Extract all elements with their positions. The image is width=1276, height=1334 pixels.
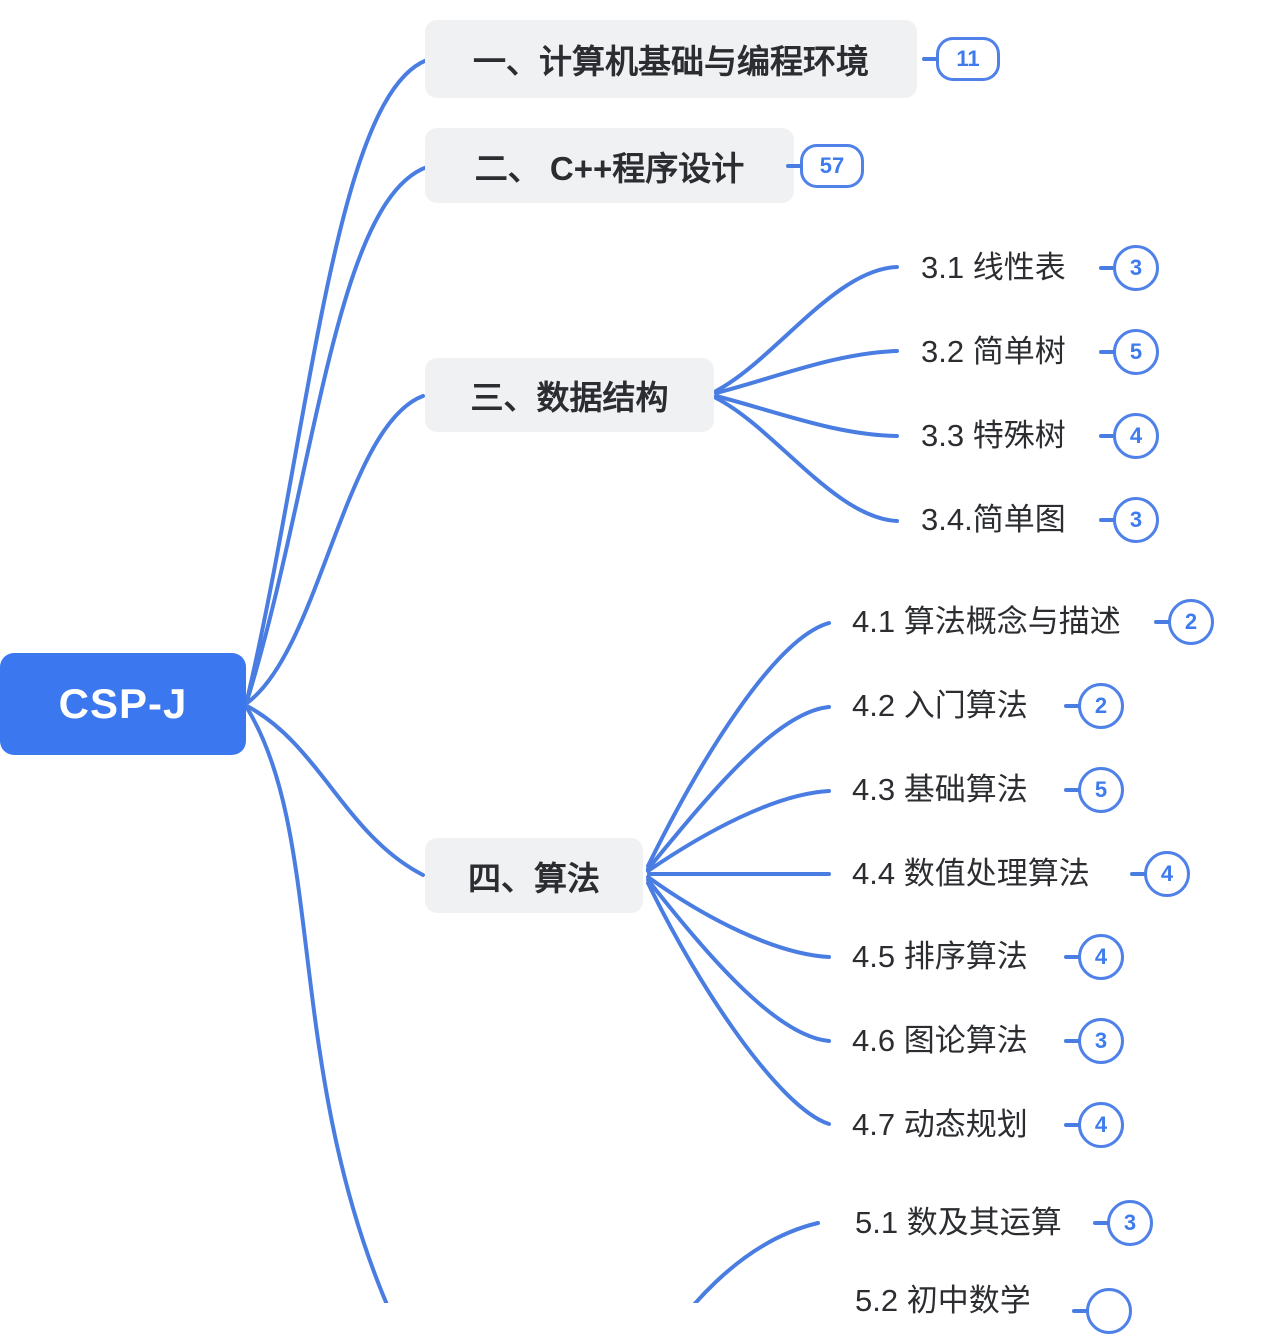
topic-3-4-label[interactable]: 3.4.简单图 <box>921 502 1066 537</box>
edge-root-branch4 <box>245 704 425 877</box>
edge-branch5-child1 <box>692 1221 820 1303</box>
edge-root-branch5 <box>245 706 389 1303</box>
topic-4-7-count-badge[interactable]: 4 <box>1064 1102 1124 1148</box>
topic-3-2-count-badge[interactable]: 5 <box>1099 329 1159 375</box>
edge-root-branch2 <box>245 165 429 703</box>
topic-4-6-label[interactable]: 4.6 图论算法 <box>852 1023 1028 1058</box>
topic-3-1-count-badge[interactable]: 3 <box>1099 245 1159 291</box>
topic-5-2-count-badge[interactable] <box>1072 1288 1132 1334</box>
edge-branch4-child6 <box>646 878 831 1043</box>
topic-4-3-count-badge[interactable]: 5 <box>1064 767 1124 813</box>
edge-root-branch3 <box>245 394 425 705</box>
topic-3-3-count-badge[interactable]: 4 <box>1099 413 1159 459</box>
edge-branch4-child7 <box>646 881 831 1126</box>
topic-4-7-label[interactable]: 4.7 动态规划 <box>852 1107 1028 1142</box>
topic-4-2-count-badge[interactable]: 2 <box>1064 683 1124 729</box>
mindmap-canvas: { "root": { "label": "CSP-J" }, "branche… <box>0 20 1214 1334</box>
edge-branch4-child1 <box>646 621 831 868</box>
edge-branch3-child1 <box>714 265 899 393</box>
branch-node-4-label: 四、算法 <box>468 859 600 897</box>
branch-node-3[interactable]: 三、数据结构 <box>425 358 714 432</box>
topic-4-2-label[interactable]: 4.2 入门算法 <box>852 688 1028 723</box>
branch-node-3-label: 三、数据结构 <box>470 379 669 416</box>
root-node[interactable]: CSP-J <box>0 653 246 755</box>
topic-4-5-count-badge[interactable]: 4 <box>1064 934 1124 980</box>
topic-4-1-count-badge[interactable]: 2 <box>1154 599 1214 645</box>
branch-node-2[interactable]: 二、 C++程序设计 <box>425 128 794 203</box>
branch-node-4[interactable]: 四、算法 <box>425 838 643 913</box>
edge-branch3-child2 <box>714 349 899 395</box>
topic-3-4-count-badge[interactable]: 3 <box>1099 497 1159 543</box>
edges-layer <box>245 58 899 1303</box>
edge-branch4-child3 <box>646 789 831 873</box>
topic-5-2-label[interactable]: 5.2 初中数学 <box>855 1283 1031 1318</box>
branch-node-1[interactable]: 一、计算机基础与编程环境 <box>425 20 917 98</box>
topic-4-5-label[interactable]: 4.5 排序算法 <box>852 939 1028 974</box>
topic-5-1-label[interactable]: 5.1 数及其运算 <box>855 1205 1062 1240</box>
edge-branch3-child4 <box>714 396 899 523</box>
branch-node-2-label: 二、 C++程序设计 <box>474 149 745 187</box>
topic-4-3-label[interactable]: 4.3 基础算法 <box>852 772 1028 807</box>
edge-branch4-child2 <box>646 705 831 871</box>
topic-4-1-label[interactable]: 4.1 算法概念与描述 <box>852 604 1121 639</box>
topic-3-2-label[interactable]: 3.2 简单树 <box>921 334 1066 369</box>
edge-root-branch1 <box>245 58 429 702</box>
branch-node-1-label: 一、计算机基础与编程环境 <box>473 43 869 80</box>
topic-5-1-count-badge[interactable]: 3 <box>1093 1200 1153 1246</box>
topic-4-4-count-badge[interactable]: 4 <box>1130 851 1190 897</box>
edge-branch3-child3 <box>714 394 899 438</box>
topic-4-6-count-badge[interactable]: 3 <box>1064 1018 1124 1064</box>
branch-2-count-badge[interactable]: 57 <box>786 144 864 188</box>
topic-3-3-label[interactable]: 3.3 特殊树 <box>921 418 1066 453</box>
topic-3-1-label[interactable]: 3.1 线性表 <box>921 250 1066 285</box>
edge-branch4-child5 <box>646 875 831 959</box>
branch-1-count-badge[interactable]: 11 <box>922 37 1000 81</box>
root-node-label: CSP-J <box>58 680 188 727</box>
topic-4-4-label[interactable]: 4.4 数值处理算法 <box>852 856 1090 891</box>
